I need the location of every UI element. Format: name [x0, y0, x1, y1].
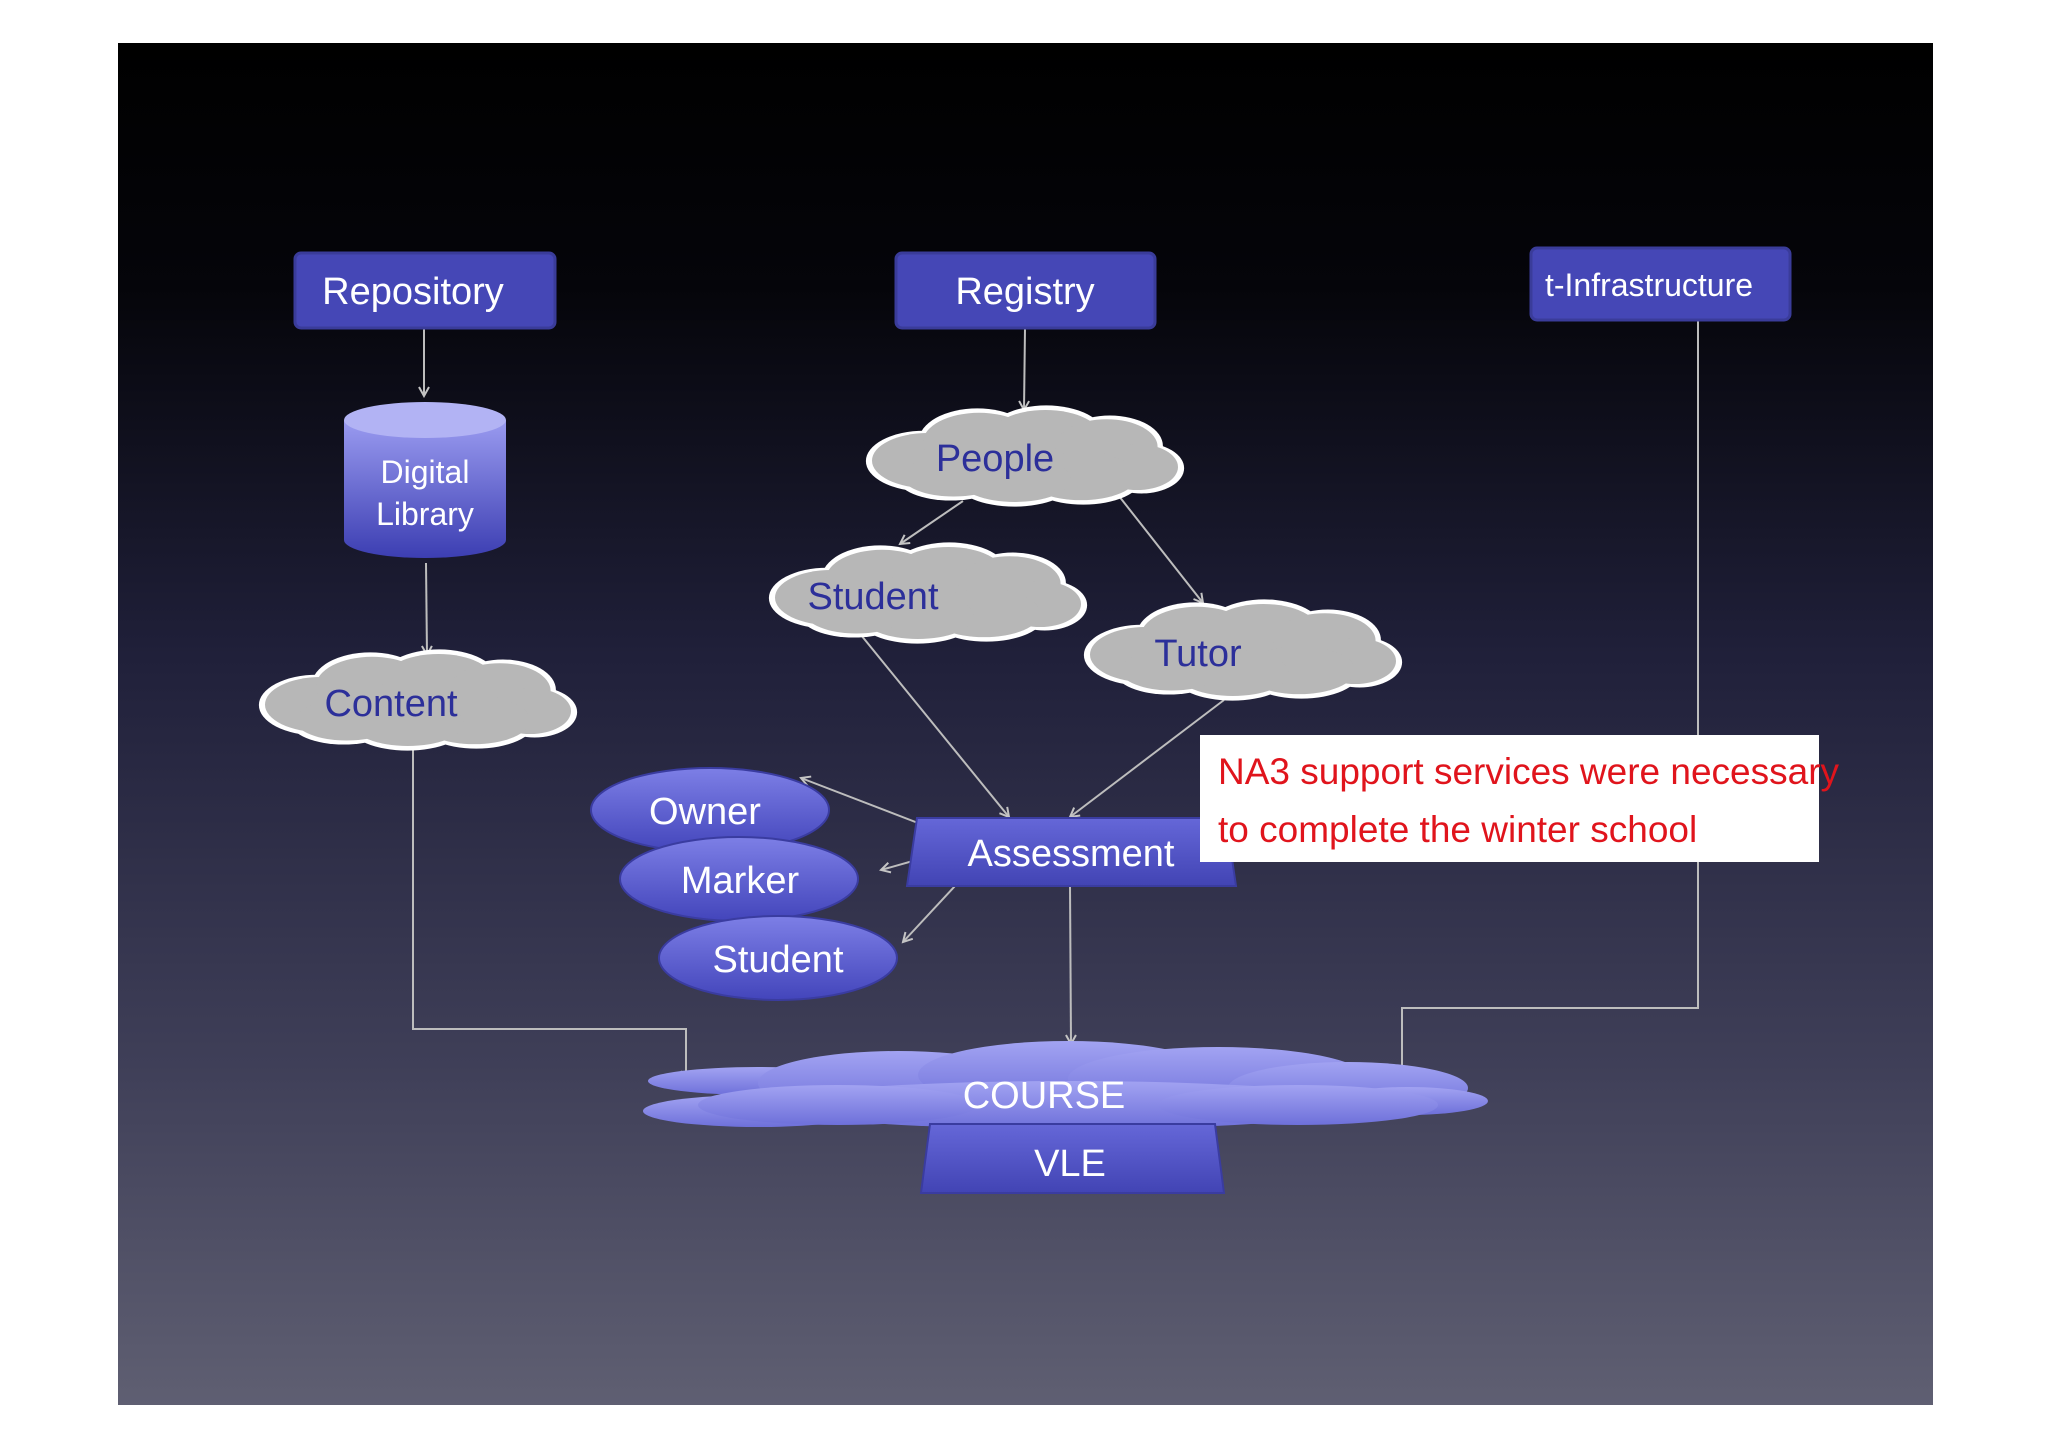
- content-label: Content: [324, 683, 458, 725]
- people-label: People: [936, 438, 1054, 480]
- tutor-label: Tutor: [1154, 633, 1242, 675]
- connector-people-tutor: [1114, 490, 1203, 603]
- callout-box-shape: [1200, 735, 1819, 862]
- course-cloud: COURSE: [643, 1041, 1488, 1129]
- repository-label: Repository: [322, 271, 504, 313]
- connector-tutor-assessment: [1070, 699, 1225, 817]
- student-oval-shape: [658, 915, 898, 1001]
- connector-tinfrastructure-course: [1402, 320, 1699, 1080]
- vle-label: VLE: [1034, 1143, 1106, 1185]
- student-cloud: Student: [768, 542, 1088, 644]
- people-cloud: People: [865, 405, 1185, 507]
- callout-line2: to complete the winter school: [1218, 809, 1697, 850]
- connector-student-assessment: [860, 634, 1009, 817]
- student-oval-label: Student: [713, 939, 844, 981]
- connector-people-student: [900, 500, 964, 544]
- content-cloud: Content: [258, 649, 578, 751]
- marker-oval: Marker: [619, 836, 859, 922]
- course-cloud-shape: [643, 1041, 1488, 1129]
- digital-library-label-line1: Digital: [381, 454, 470, 490]
- tutor-cloud: Tutor: [1083, 599, 1403, 701]
- repository-box-shape: [293, 251, 557, 330]
- vle-shape: [919, 1123, 1226, 1194]
- registry-box-shape: [894, 251, 1157, 330]
- owner-label: Owner: [649, 791, 761, 833]
- student-cloud-label: Student: [808, 576, 939, 618]
- connector-content-course: [412, 748, 686, 1080]
- t-infrastructure-label: t-Infrastructure: [1545, 267, 1753, 303]
- cylinder-top: [344, 402, 506, 438]
- slide: Repository Registry t-Infrastructure Dig…: [118, 43, 1933, 1405]
- assessment-label: Assessment: [968, 833, 1175, 875]
- assessment-shape: [905, 817, 1238, 887]
- diagram-canvas: Repository Registry t-Infrastructure Dig…: [118, 43, 1933, 1405]
- digital-library-label-line2: Library: [376, 496, 474, 532]
- callout-line1: NA3 support services were necessary: [1218, 751, 1840, 792]
- cylinder-body: [344, 420, 506, 558]
- course-label: COURSE: [963, 1075, 1126, 1117]
- repository-box: Repository: [293, 251, 557, 330]
- registry-label: Registry: [955, 271, 1094, 313]
- owner-oval: Owner: [590, 767, 830, 853]
- digital-library-cylinder: Digital Library: [344, 402, 506, 558]
- connector-assessment-student: [903, 885, 956, 942]
- connector-library-content: [426, 562, 427, 655]
- registry-box: Registry: [894, 251, 1157, 330]
- t-infrastructure-box-shape: [1529, 246, 1792, 322]
- assessment-box: Assessment: [905, 817, 1238, 887]
- connector-registry-people: [1024, 327, 1025, 410]
- vle-box: VLE: [919, 1123, 1226, 1194]
- t-infrastructure-box: t-Infrastructure: [1529, 246, 1792, 322]
- connector-assessment-course: [1070, 885, 1071, 1044]
- callout-box: NA3 support services were necessary to c…: [1200, 735, 1840, 862]
- student-oval: Student: [658, 915, 898, 1001]
- marker-label: Marker: [681, 860, 800, 902]
